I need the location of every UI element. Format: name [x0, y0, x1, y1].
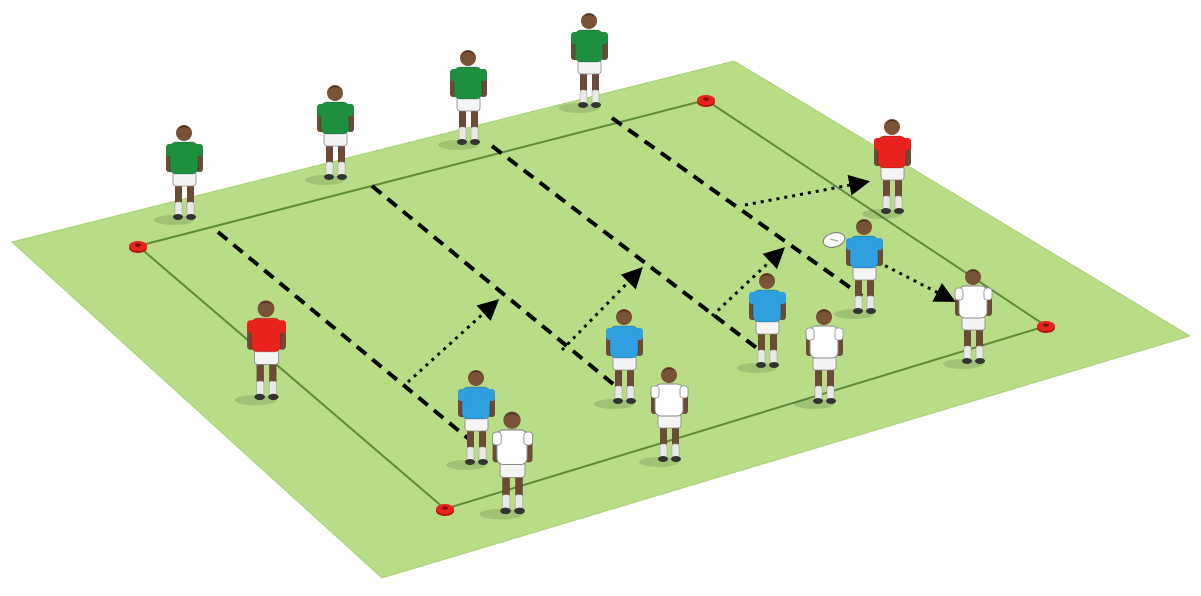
run-path — [370, 184, 620, 390]
waiting-player — [438, 50, 487, 150]
attacking-player — [594, 309, 643, 409]
feeder-player — [862, 119, 911, 219]
run-path — [490, 144, 764, 354]
cone-marker — [1037, 321, 1055, 333]
waiting-player — [154, 125, 203, 225]
cone-marker — [436, 504, 454, 516]
pass-path — [560, 266, 643, 352]
cone-marker — [697, 95, 715, 107]
cone-marker — [129, 241, 147, 253]
pass-path — [877, 260, 956, 302]
attacking-ball-carrier — [822, 219, 883, 319]
run-path — [216, 230, 472, 442]
waiting-player — [305, 85, 354, 185]
defending-player — [794, 309, 844, 409]
defending-player — [943, 269, 993, 369]
run-path — [610, 116, 864, 298]
run-paths — [216, 116, 864, 442]
cones — [129, 95, 1055, 516]
players — [154, 13, 993, 520]
attacking-player — [446, 370, 495, 470]
pass-path — [710, 247, 786, 318]
feeder-player — [234, 300, 286, 406]
rugby-ball-icon — [822, 232, 846, 248]
defending-player — [639, 367, 689, 467]
defending-player — [479, 411, 533, 520]
waiting-player — [559, 13, 608, 113]
attacking-player — [737, 273, 786, 373]
pass-paths — [406, 174, 956, 384]
